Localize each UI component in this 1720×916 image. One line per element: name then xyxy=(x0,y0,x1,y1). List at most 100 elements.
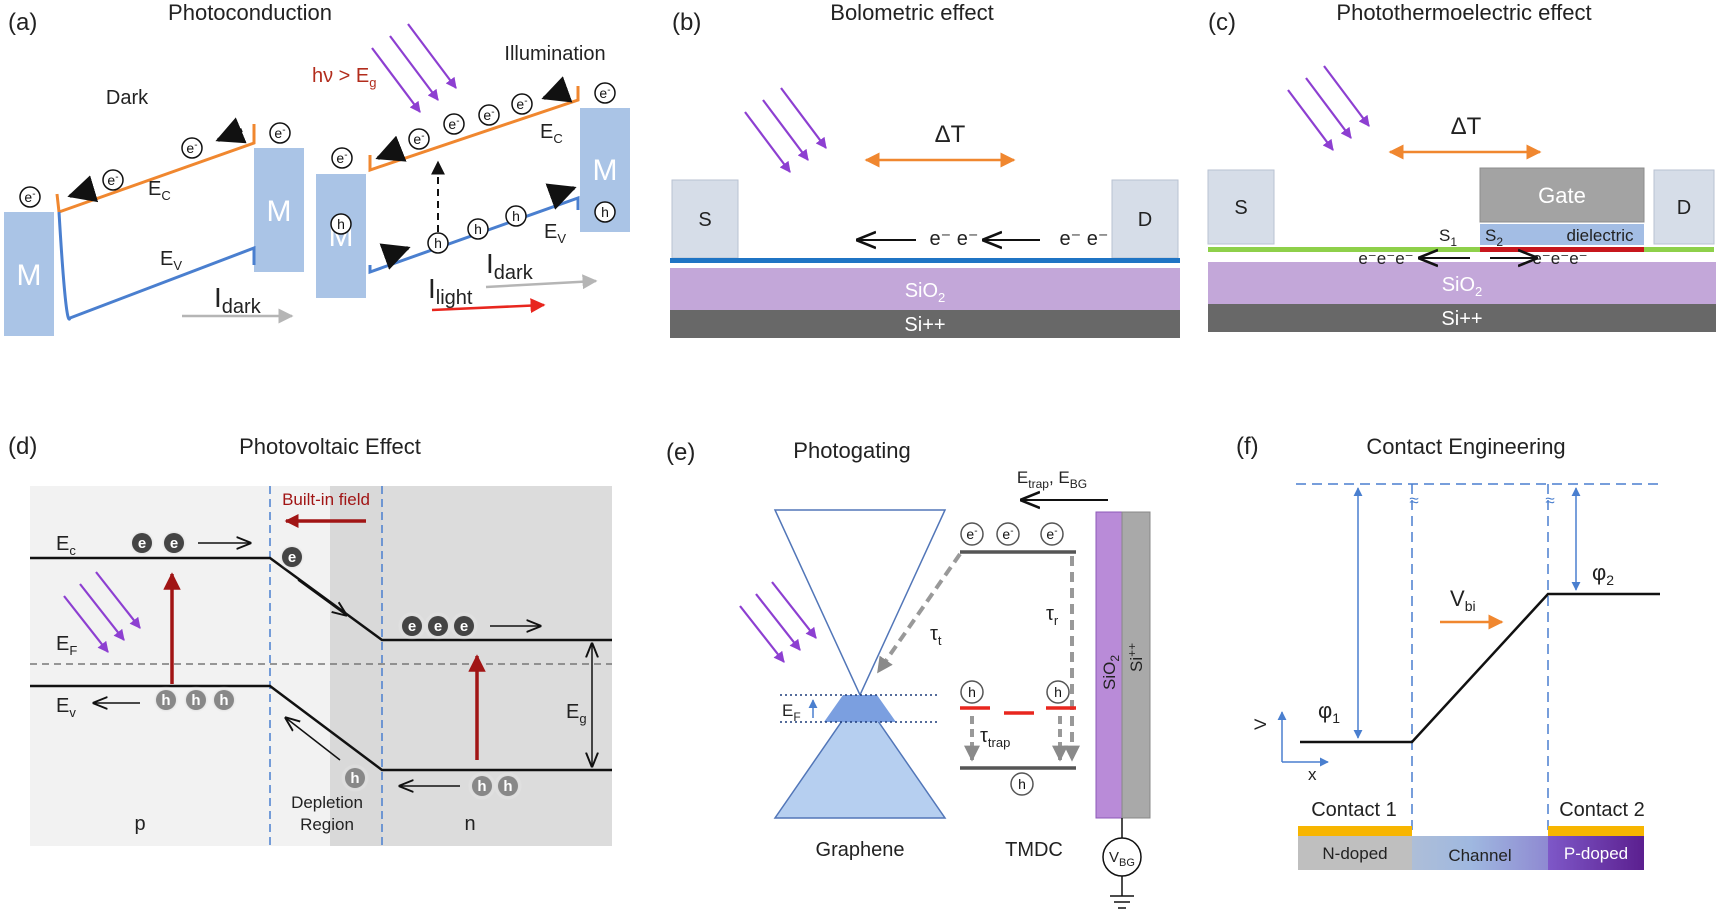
panel-b-label: (b) xyxy=(672,9,701,36)
svg-text:e-: e- xyxy=(186,140,197,156)
p-doped-label: P-doped xyxy=(1564,844,1628,863)
electron-drift-arrow xyxy=(375,135,407,162)
svg-text:e-: e- xyxy=(107,172,118,188)
n-doped-region xyxy=(1298,836,1412,870)
valence-band-dark xyxy=(57,211,256,321)
sio2-label: SiO2 xyxy=(1100,655,1122,690)
electrons-dark: e- e- e- e- xyxy=(19,122,291,208)
hole-drift-arrow xyxy=(545,183,577,210)
sio2-dielectric xyxy=(1095,511,1123,819)
holes-illuminated: h h h h h xyxy=(330,201,616,254)
panel-c-title: Photothermoelectric effect xyxy=(1336,0,1591,25)
ev-label: Ev xyxy=(56,695,76,720)
svg-text:h: h xyxy=(477,778,486,795)
svg-text:e-: e- xyxy=(274,125,285,141)
s2-label: S2 xyxy=(1485,226,1503,249)
metal-label: M xyxy=(593,154,618,187)
x-axis-label: x xyxy=(1308,765,1317,784)
electrons-tmdc: e- e- e- xyxy=(960,522,1064,546)
ground-icon xyxy=(1110,895,1134,909)
conduction-band xyxy=(30,556,612,642)
contact2-label: Contact 2 xyxy=(1559,799,1645,821)
photon-energy-label: hν > Eg xyxy=(312,65,377,90)
vbi-label: Vbi xyxy=(1450,586,1476,614)
svg-text:e-: e- xyxy=(483,107,494,123)
hole-drift-arrow xyxy=(379,243,411,270)
panel-d-title: Photovoltaic Effect xyxy=(239,434,421,459)
svg-text:e-: e- xyxy=(448,116,459,132)
tmdc-label: TMDC xyxy=(1005,839,1063,861)
metal-label: M xyxy=(17,259,42,292)
panel-a-label: (a) xyxy=(8,9,37,36)
sio2-layer xyxy=(1208,262,1716,304)
electron-drift-arrow xyxy=(67,175,99,203)
depletion-n-side xyxy=(330,486,382,846)
light-rays-a xyxy=(371,23,457,113)
electrons-label: e⁻ e⁻ xyxy=(930,228,979,250)
electrons-label: e⁻e⁻e⁻ xyxy=(1532,249,1587,268)
dark-current-arrow xyxy=(485,274,598,290)
svg-text:h: h xyxy=(350,770,359,787)
illumination-label: Illumination xyxy=(504,43,605,65)
potential-profile xyxy=(1300,592,1660,744)
svg-text:e-: e- xyxy=(336,150,347,166)
source-contact xyxy=(1207,169,1275,245)
depletion-label: Depletion xyxy=(291,793,363,812)
light-rays-c xyxy=(1287,65,1370,151)
vbg-label: VBG xyxy=(1109,849,1135,869)
metal-contact-3 xyxy=(316,174,366,298)
panel-d-label: (d) xyxy=(8,433,37,460)
svg-text:h: h xyxy=(434,235,442,251)
sio2-label: SiO2 xyxy=(1442,274,1483,299)
drain-contact xyxy=(1653,169,1715,245)
ec-label: Ec xyxy=(56,533,76,558)
graphene-channel xyxy=(1644,247,1714,252)
electrons-illuminated: e- e- e- e- e- e- xyxy=(331,82,616,169)
tau-r-label: τr xyxy=(1046,603,1059,628)
ef-label: EF xyxy=(782,701,801,724)
panel-b-title: Bolometric effect xyxy=(830,0,993,25)
panel-f-title: Contact Engineering xyxy=(1366,434,1565,459)
graphene-channel xyxy=(1208,247,1480,252)
valence-band xyxy=(30,684,612,772)
s1-label: S1 xyxy=(1439,226,1457,249)
svg-text:e: e xyxy=(460,618,468,635)
svg-text:e: e xyxy=(408,618,416,635)
dirac-cone-upper xyxy=(773,509,947,697)
n-doped-label: N-doped xyxy=(1322,844,1387,863)
panel-e: (e) Photogating EF Graphene e- e- e- τt … xyxy=(666,438,1151,909)
holes-pn: h h h h h h xyxy=(152,686,522,800)
panel-f-label: (f) xyxy=(1236,433,1259,460)
electron-drift-arrow xyxy=(297,579,346,615)
transfer-path-tau-t xyxy=(876,552,962,674)
conduction-band-dark xyxy=(55,124,256,214)
tau-trap-label: τtrap xyxy=(980,725,1010,750)
si-label: Si++ xyxy=(1441,308,1482,330)
electron-drift-arrow xyxy=(215,117,247,144)
i-dark-label: Idark xyxy=(214,282,262,318)
svg-text:e-: e- xyxy=(1046,526,1057,542)
p-doped-region xyxy=(1548,836,1644,870)
ec-label-light: EC xyxy=(540,121,563,146)
p-label: p xyxy=(134,813,145,835)
light-rays-b xyxy=(744,87,827,173)
contact-2-pad xyxy=(1548,826,1644,836)
svg-text:e-: e- xyxy=(1002,526,1013,542)
ev-label-dark: EV xyxy=(160,248,182,273)
dielectric-label: dielectric xyxy=(1566,226,1634,245)
source-label: S xyxy=(698,209,711,231)
source-contact xyxy=(671,179,739,259)
panel-e-label: (e) xyxy=(666,439,695,466)
sio2-layer xyxy=(670,268,1180,310)
si-label: Si++ xyxy=(904,314,945,336)
ev-label-light: EV xyxy=(544,221,566,246)
filled-states xyxy=(824,695,896,722)
light-rays-d xyxy=(63,571,141,653)
field-label: Etrap, EBG xyxy=(1017,468,1087,491)
si-substrate xyxy=(1208,304,1716,332)
i-dark-label-light: Idark xyxy=(486,248,534,284)
graphene-label: Graphene xyxy=(816,839,905,861)
svg-text:e-: e- xyxy=(413,131,424,147)
contact1-label: Contact 1 xyxy=(1311,799,1397,821)
